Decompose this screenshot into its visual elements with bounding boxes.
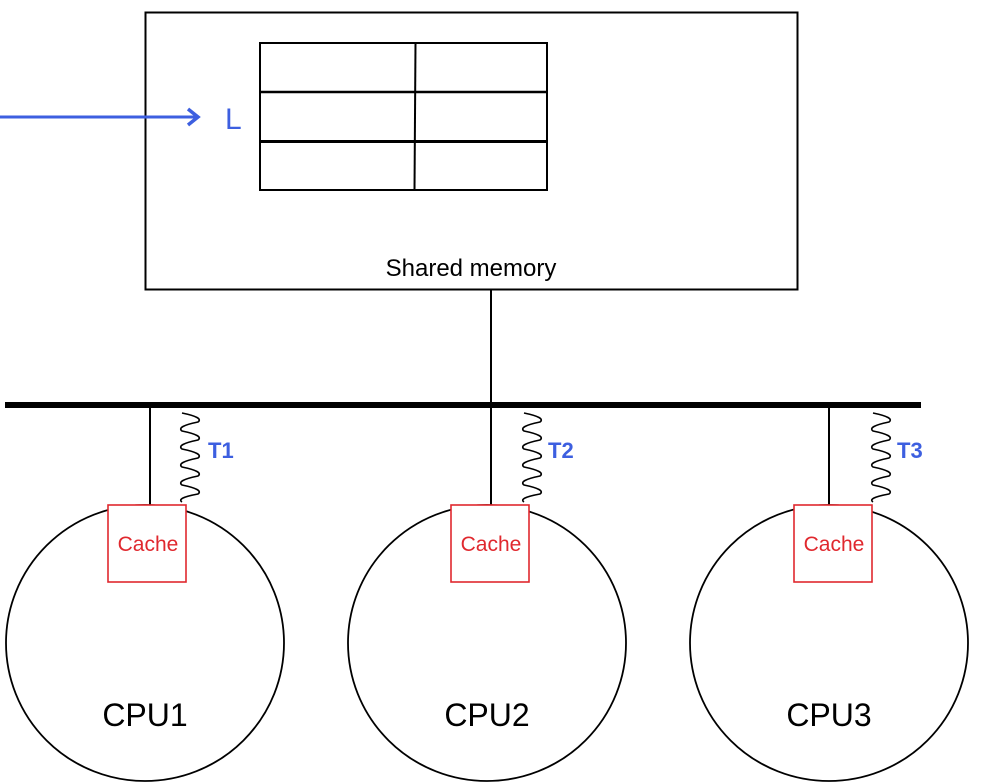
- cache-box: [793, 504, 873, 583]
- shared-memory-box: [144, 11, 799, 291]
- memory-table-col-divider: [413, 42, 417, 191]
- cache-label: Cache: [804, 533, 865, 556]
- wavy-thread-icon: [870, 412, 892, 503]
- lock-label: L: [225, 103, 242, 136]
- cpu-label: CPU1: [102, 697, 187, 733]
- lock-pointer: L: [0, 103, 242, 136]
- wavy-thread-icon: [521, 412, 543, 503]
- cache-box: [450, 504, 530, 583]
- cache-box: [107, 504, 187, 583]
- shared-memory: Shared memory: [144, 11, 799, 291]
- wavy-thread-icon: [179, 412, 201, 503]
- thread-label: T1: [208, 438, 234, 463]
- memory-table: [259, 42, 548, 191]
- thread-label: T2: [548, 438, 574, 463]
- memory-table-border: [259, 42, 548, 191]
- thread-label: T3: [897, 438, 923, 463]
- cache-label: Cache: [118, 533, 179, 556]
- cache-label: Cache: [461, 533, 522, 556]
- cpu-label: CPU2: [444, 697, 529, 733]
- arrow-right-icon: [0, 107, 201, 127]
- cpu-label: CPU3: [786, 697, 871, 733]
- shared-memory-label: Shared memory: [386, 255, 557, 282]
